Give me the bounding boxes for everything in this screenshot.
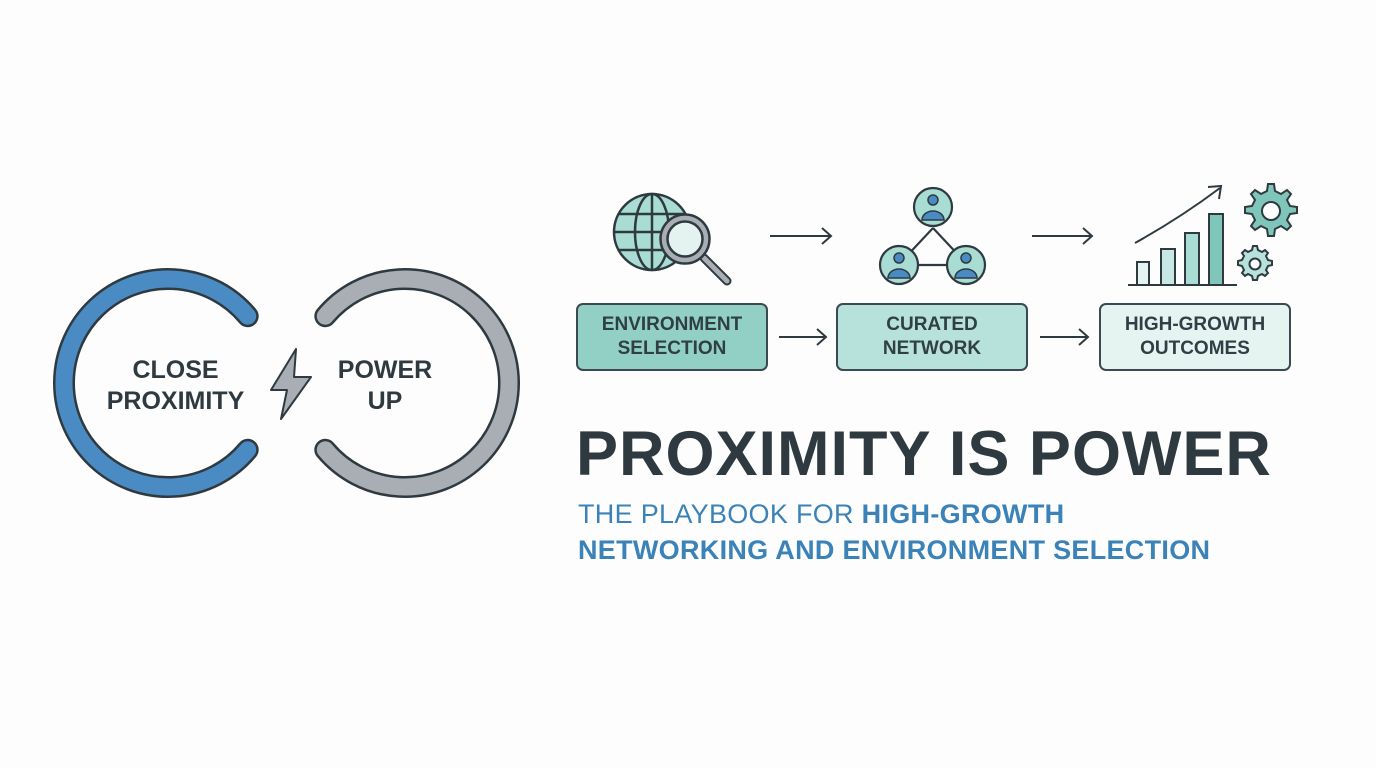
step-environment-selection: ENVIRONMENT SELECTION	[576, 303, 768, 371]
close-proximity-ring	[52, 268, 259, 498]
step-label: HIGH-GROWTH	[1124, 314, 1266, 335]
step-label: CURATED	[886, 314, 978, 335]
flow-arrows	[770, 227, 1094, 346]
subtitle-bold: HIGH-GROWTH	[861, 499, 1065, 529]
step-high-growth-outcomes: HIGH-GROWTH OUTCOMES	[1099, 303, 1291, 371]
main-title: PROXIMITY IS POWER	[576, 419, 1272, 489]
label-line: UP	[367, 387, 403, 415]
network-people-icon	[878, 186, 987, 286]
label-line: CLOSE	[132, 356, 219, 384]
power-up-label: POWER UP	[325, 355, 445, 417]
step-label: ENVIRONMENT	[601, 314, 743, 335]
lightning-bolt-icon	[270, 348, 312, 420]
growth-chart-gears-icon	[1128, 183, 1298, 286]
subtitle-line-1: THE PLAYBOOK FOR HIGH-GROWTH	[578, 499, 1064, 530]
power-up-ring	[314, 268, 521, 498]
step-curated-network: CURATED NETWORK	[836, 303, 1028, 371]
subtitle-bold: NETWORKING AND ENVIRONMENT SELECTION	[578, 535, 1211, 565]
step-label: OUTCOMES	[1140, 338, 1250, 359]
label-line: POWER	[337, 356, 433, 384]
globe-search-icon	[612, 192, 732, 286]
subtitle-plain: THE PLAYBOOK FOR	[578, 499, 862, 529]
step-label: NETWORK	[882, 338, 982, 359]
close-proximity-label: CLOSE PROXIMITY	[88, 355, 263, 417]
subtitle-line-2: NETWORKING AND ENVIRONMENT SELECTION	[578, 535, 1210, 566]
step-label: SELECTION	[617, 338, 727, 359]
label-line: PROXIMITY	[106, 387, 245, 415]
